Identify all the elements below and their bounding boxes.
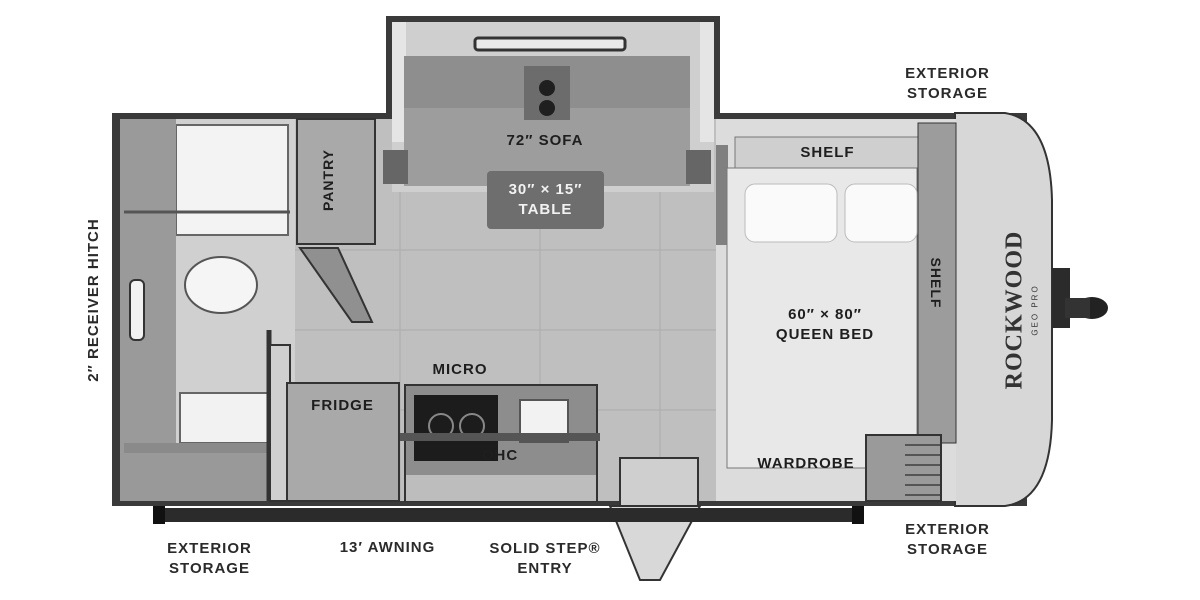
exterior-storage-bottom-right-label: EXTERIOR STORAGE: [890, 520, 1005, 560]
label-line: EXTERIOR: [905, 521, 990, 538]
pantry-cabinet: [296, 118, 376, 245]
label-line: EXTERIOR: [167, 540, 252, 557]
cupholder-icon: [539, 80, 555, 96]
fridge-label: FRIDGE: [311, 397, 374, 414]
label-line: STORAGE: [907, 541, 988, 558]
sofa-label: 72″ SOFA: [506, 132, 584, 149]
label-line: ENTRY: [517, 560, 573, 577]
micro-label: MICRO: [432, 361, 488, 378]
table-label: 30″ × 15″ TABLE: [487, 180, 604, 220]
bed-label: 60″ × 80″ QUEEN BED: [760, 305, 890, 345]
speaker-left: [383, 150, 408, 184]
slideout-wall-left: [392, 22, 406, 142]
bathroom-door: [298, 247, 374, 323]
receiver-hitch-label: 2″ RECEIVER HITCH: [85, 218, 102, 382]
entry-label: SOLID STEP® ENTRY: [480, 539, 610, 579]
brand-subname: GEO PRO: [1030, 284, 1040, 336]
label-line: SOLID STEP®: [489, 540, 601, 557]
pantry-label: PANTRY: [320, 149, 336, 211]
label-line: STORAGE: [169, 560, 250, 577]
toilet: [184, 256, 258, 314]
galley-drawer: [406, 475, 596, 501]
dinette-table: [487, 171, 604, 229]
bathroom-sink: [179, 392, 271, 444]
awning-end: [852, 506, 864, 524]
pillow: [844, 183, 918, 243]
label-line: EXTERIOR: [905, 65, 990, 82]
slideout-window: [473, 36, 627, 52]
entry-step-cover: [619, 457, 699, 507]
front-cap: [954, 112, 1053, 507]
wardrobe-slats: [905, 444, 940, 496]
bathroom-counter: [124, 443, 269, 453]
shelf-top-label: SHELF: [800, 144, 855, 161]
cupholder-icon: [539, 100, 555, 116]
entry-door: [608, 505, 702, 581]
pillow: [744, 183, 838, 243]
bathroom-window: [129, 279, 145, 341]
hitch-arm: [1065, 298, 1090, 318]
awning-end: [153, 506, 165, 524]
label-line: TABLE: [518, 201, 573, 218]
speaker-right: [686, 150, 711, 184]
overhead-cabinet-line: [400, 433, 600, 441]
bedroom-wall-panel: [716, 145, 728, 245]
label-line: QUEEN BED: [775, 326, 875, 343]
label-line: 60″ × 80″: [788, 306, 862, 323]
brand-logo: ROCKWOOD: [1002, 231, 1029, 390]
fridge: [286, 382, 400, 502]
label-line: STORAGE: [907, 85, 988, 102]
shower-pan: [175, 124, 289, 236]
brand-sub: GEO PRO: [1031, 284, 1040, 335]
exterior-storage-top-label: EXTERIOR STORAGE: [890, 64, 1005, 104]
label-line: 30″ × 15″: [508, 181, 583, 198]
slideout-wall-right: [700, 22, 714, 142]
wardrobe-cabinet: [865, 434, 942, 502]
awning-label: 13′ AWNING: [339, 539, 436, 556]
ohc-label: OHC: [481, 447, 519, 464]
wardrobe-label: WARDROBE: [757, 455, 855, 472]
brand-name: ROCKWOOD: [1001, 230, 1028, 390]
awning-bar: [155, 508, 863, 522]
exterior-storage-bottom-left-label: EXTERIOR STORAGE: [152, 539, 267, 579]
shelf-side-label: SHELF: [928, 257, 944, 309]
bathroom-cabinet: [120, 453, 295, 501]
